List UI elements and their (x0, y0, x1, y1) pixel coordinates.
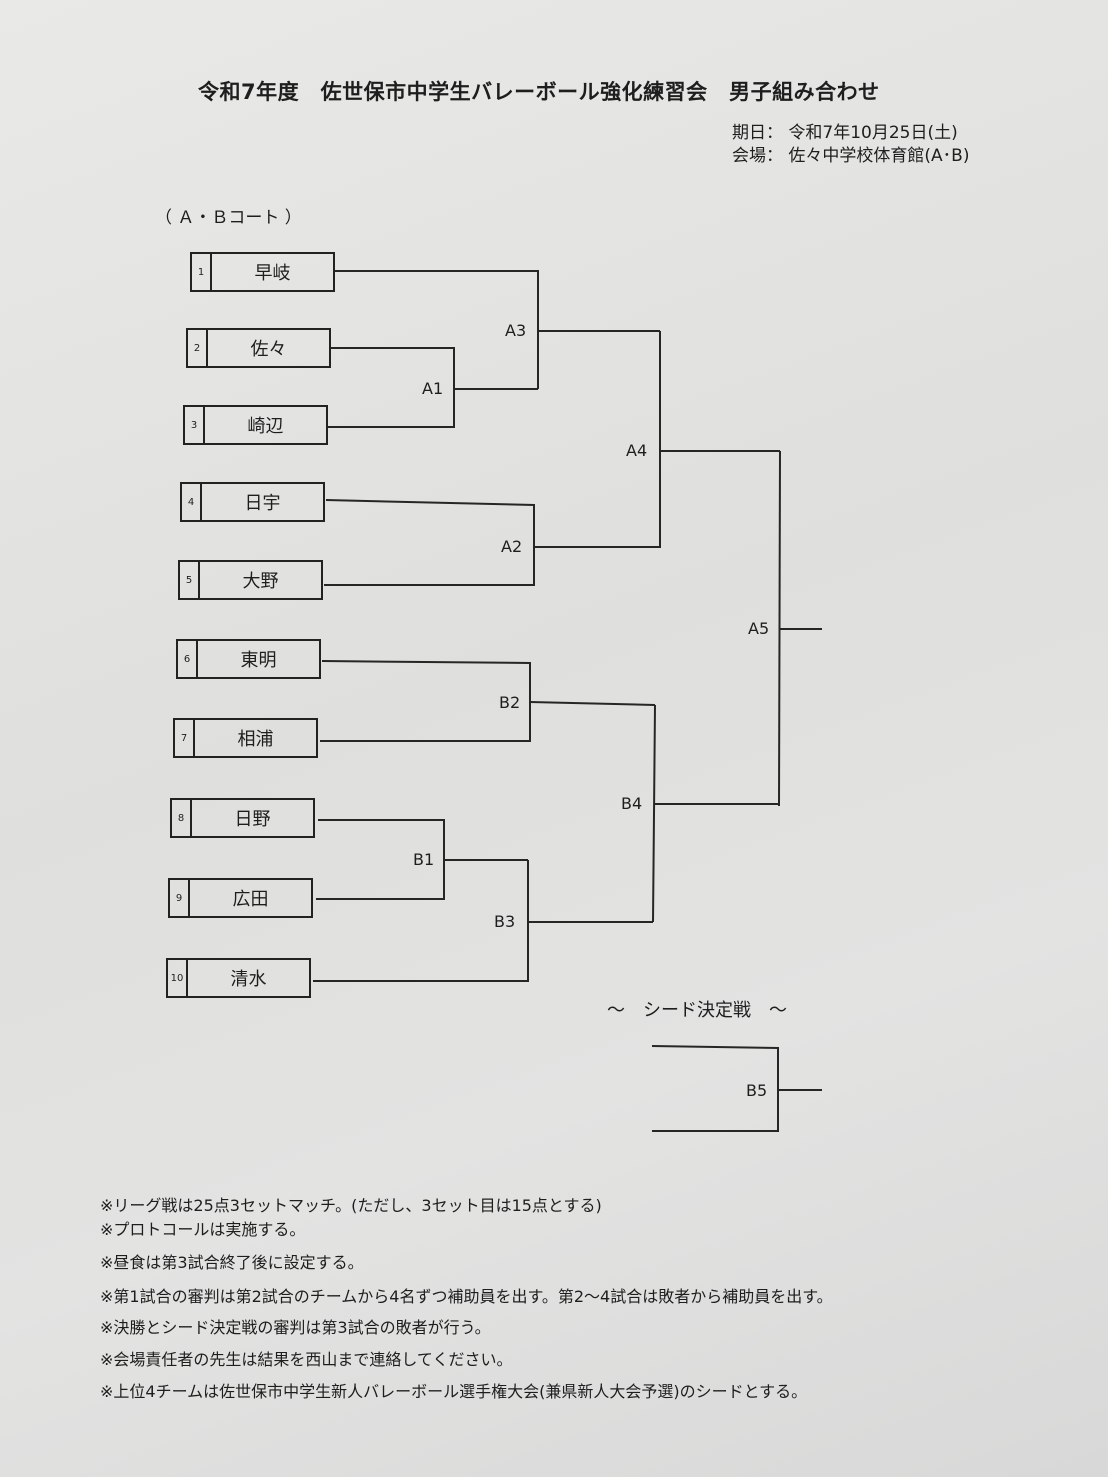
note-item: ※プロトコールは実施する。 (100, 1220, 306, 1239)
team-name: 日宇 (244, 493, 281, 514)
seed-number: 5 (180, 562, 200, 598)
bracket-a3 (333, 270, 539, 389)
bracket-a5 (778, 450, 781, 807)
event-venue: 会場： 佐々中学校体育館(A･B) (732, 146, 970, 166)
seed-number: 3 (185, 407, 205, 443)
bracket-a4 (657, 331, 661, 548)
team-name: 日野 (234, 809, 271, 830)
match-label-a1: A1 (422, 379, 444, 398)
seed-number: 8 (172, 800, 192, 836)
team-name: 早岐 (254, 263, 291, 284)
team-slot-9: 9 広田 (168, 878, 313, 918)
team-name: 清水 (230, 969, 267, 990)
seed-number: 1 (192, 254, 212, 290)
team-name: 崎辺 (247, 416, 284, 437)
event-date: 期日： 令和7年10月25日(土) (732, 123, 958, 143)
match-label-b4: B4 (621, 794, 643, 813)
page-title: 令和7年度 佐世保市中学生バレーボール強化練習会 男子組み合わせ (198, 80, 880, 104)
match-label-a2: A2 (501, 537, 523, 556)
team-slot-2: 2 佐々 (186, 328, 331, 368)
seed-number: 6 (178, 641, 198, 677)
seed-number: 10 (168, 960, 188, 996)
match-label-b2: B2 (499, 693, 521, 712)
match-label-a4: A4 (626, 441, 648, 460)
team-name: 大野 (242, 571, 279, 592)
team-slot-5: 5 大野 (178, 560, 323, 600)
team-slot-10: 10 清水 (166, 958, 311, 998)
note-item: ※第1試合の審判は第2試合のチームから4名ずつ補助員を出す。第2～4試合は敗者か… (100, 1287, 833, 1306)
team-name: 広田 (232, 889, 269, 910)
team-slot-1: 1 早岐 (190, 252, 335, 292)
match-label-a5: A5 (748, 619, 770, 638)
note-item: ※昼食は第3試合終了後に設定する。 (100, 1253, 364, 1272)
bracket-a1 (328, 347, 455, 428)
team-slot-4: 4 日宇 (180, 482, 325, 522)
team-slot-7: 7 相浦 (173, 718, 318, 758)
note-item: ※リーグ戦は25点3セットマッチ。(ただし、3セット目は15点とする) (100, 1196, 602, 1215)
team-name: 相浦 (237, 729, 274, 750)
note-item: ※会場責任者の先生は結果を西山まで連絡してください。 (100, 1350, 513, 1369)
team-name: 佐々 (250, 339, 287, 360)
match-label-b5: B5 (746, 1081, 768, 1100)
bracket-a2 (324, 499, 535, 586)
team-slot-6: 6 東明 (176, 639, 321, 679)
court-label: （ Ａ・Ｂコート ） (155, 208, 302, 228)
match-label-b1: B1 (413, 850, 435, 869)
seed-number: 9 (170, 880, 190, 916)
team-slot-8: 8 日野 (170, 798, 315, 838)
match-label-b3: B3 (494, 912, 516, 931)
seed-match-title: ～ シード決定戦 ～ (607, 1000, 787, 1021)
seed-number: 4 (182, 484, 202, 520)
bracket-b3 (313, 860, 529, 982)
team-slot-3: 3 崎辺 (183, 405, 328, 445)
match-label-a3: A3 (505, 321, 527, 340)
seed-number: 2 (188, 330, 208, 366)
bracket-b4 (652, 704, 656, 923)
note-item: ※決勝とシード決定戦の審判は第3試合の敗者が行う。 (100, 1318, 491, 1337)
note-item: ※上位4チームは佐世保市中学生新人バレーボール選手権大会(兼県新人大会予選)のシ… (100, 1382, 808, 1401)
seed-number: 7 (175, 720, 195, 756)
team-name: 東明 (240, 650, 277, 671)
